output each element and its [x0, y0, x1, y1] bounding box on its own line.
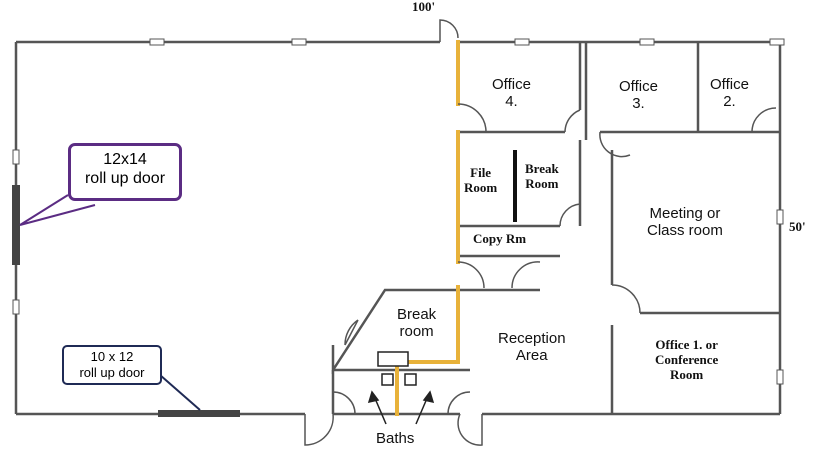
- window-tick: [149, 38, 165, 46]
- door-meeting: [611, 284, 641, 314]
- room-label-meeting-room: Meeting or Class room: [647, 205, 723, 240]
- callout-pointer-small: [159, 374, 201, 411]
- window-tick: [514, 38, 530, 46]
- room-label-copy-room: Copy Rm: [473, 231, 527, 246]
- highlight-wall-reception: [395, 285, 460, 416]
- door-entry-left: [304, 413, 334, 446]
- callout-pointer-large: [19, 194, 96, 226]
- door-corridor-2: [511, 261, 541, 289]
- roll-up-door-small: [158, 410, 240, 417]
- door-office2: [751, 107, 777, 133]
- door-office4: [457, 103, 487, 133]
- toilet-fixture-right: [404, 373, 417, 386]
- room-label-file-room: File Room: [464, 165, 498, 195]
- door-copy-room: [559, 203, 581, 227]
- callout-roll-up-door-large: 12x14 roll up door: [68, 143, 182, 201]
- door-corridor-1: [457, 261, 485, 289]
- room-label-baths: Baths: [376, 430, 415, 447]
- door-top-entry: [439, 19, 459, 42]
- window-tick: [291, 38, 307, 46]
- sink-fixture: [377, 351, 409, 367]
- window-tick: [776, 209, 784, 225]
- door-office3: [599, 131, 631, 158]
- room-label-reception: Reception Area: [498, 330, 566, 365]
- window-tick: [776, 369, 784, 385]
- window-tick: [12, 299, 20, 315]
- room-label-office3: Office 3.: [619, 78, 658, 113]
- room-label-office2: Office 2.: [710, 76, 749, 111]
- door-break-room: [344, 319, 359, 346]
- room-label-break-room-lower: Break room: [397, 306, 437, 341]
- roll-up-door-large: [12, 185, 20, 265]
- door-bath-right: [447, 391, 471, 415]
- dimension-depth-label: 50': [789, 219, 806, 234]
- baths-arrowhead-left: [367, 390, 380, 404]
- window-tick: [12, 149, 20, 165]
- toilet-fixture-left: [381, 373, 394, 386]
- room-label-office4: Office 4.: [492, 76, 531, 111]
- door-office4-right: [564, 109, 581, 133]
- room-label-break-room-upper: Break Room: [525, 161, 559, 191]
- baths-arrowhead-right: [422, 390, 435, 404]
- window-tick: [639, 38, 655, 46]
- dimension-width-label: 100': [412, 0, 436, 14]
- window-tick: [769, 38, 785, 46]
- wall-lower-break-room: [331, 288, 458, 375]
- door-entry-right: [457, 413, 483, 446]
- callout-roll-up-door-small: 10 x 12 roll up door: [62, 345, 162, 385]
- door-bath-left: [332, 391, 356, 415]
- room-label-office1: Office 1. or Conference Room: [655, 337, 719, 382]
